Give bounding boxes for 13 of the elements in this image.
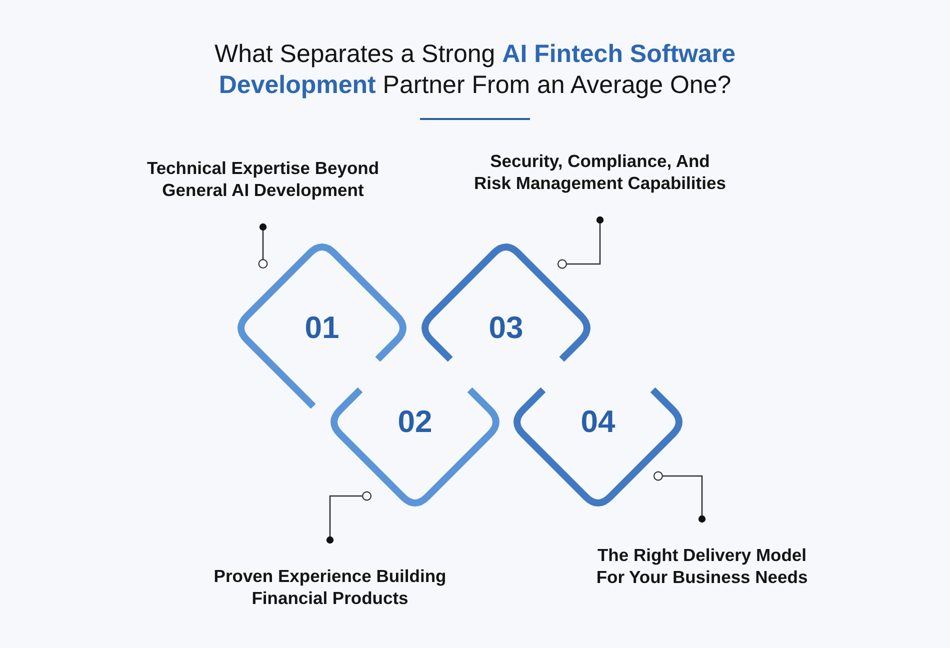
leader-line	[326, 491, 372, 544]
step-number: 03	[488, 311, 524, 345]
step-number: 02	[398, 405, 432, 439]
step-number: 04	[580, 405, 616, 439]
leader-line	[653, 471, 706, 523]
leader-line	[258, 223, 268, 269]
caption-text: Technical Expertise Beyond General AI Development	[140, 157, 386, 201]
leader-line	[557, 216, 604, 269]
caption-text: Proven Experience Building Financial Products	[209, 565, 451, 609]
diagram-title: What Separates a Strong AI Fintech Software Development Partner From an Average One?	[213, 39, 737, 101]
step-number: 01	[304, 311, 340, 345]
caption-text: Security, Compliance, And Risk Management Capabilities	[472, 150, 728, 194]
caption-text: The Right Delivery Model For Your Business Needs	[592, 544, 812, 588]
